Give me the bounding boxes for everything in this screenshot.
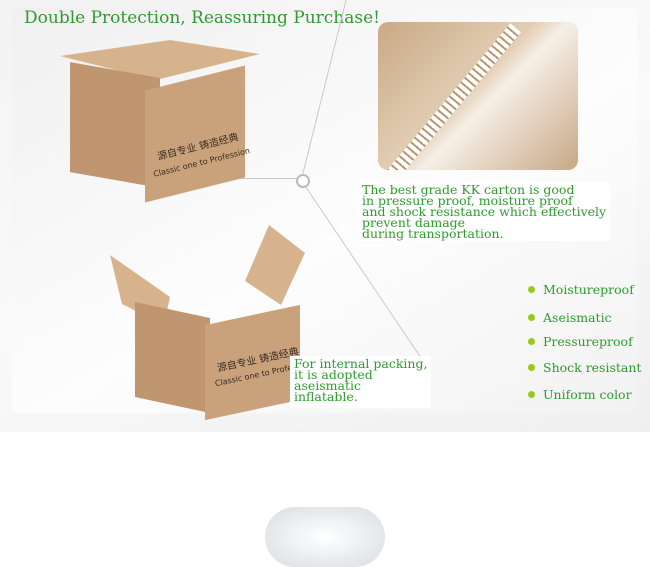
feature-label: Pressureproof (543, 334, 633, 349)
connector-dot (296, 174, 310, 188)
description-line: prevent damage (362, 215, 466, 230)
bullet-icon (528, 286, 535, 293)
open-carton-image: 源自专业 铸造经典 Classic one to Profession (110, 225, 385, 567)
feature-label: Moistureproof (543, 282, 634, 297)
feature-label: Shock resistant (543, 360, 642, 375)
feature-item: Pressureproof (528, 334, 633, 349)
feature-item: Aseismatic (528, 310, 612, 325)
bullet-icon (528, 314, 535, 321)
corrugated-edge-photo (378, 22, 578, 170)
feature-item: Uniform color (528, 387, 632, 402)
description-line: The best grade KK carton is good (362, 182, 575, 197)
description-line: in pressure proof, moisture proof (362, 193, 573, 208)
feature-label: Aseismatic (543, 310, 612, 325)
packing-description: For internal packing, it is adopted asei… (290, 356, 432, 408)
feature-label: Uniform color (543, 387, 632, 402)
closed-carton-image: 源自专业 铸造经典 Classic one to Profession (60, 40, 260, 203)
description-line: For internal packing, (294, 356, 428, 371)
description-line: and shock resistance which effectively (362, 204, 607, 219)
description-line: it is adopted (294, 367, 373, 382)
description-line: during transportation. (362, 226, 504, 241)
headline: Double Protection, Reassuring Purchase! (24, 8, 380, 28)
description-line: inflatable. (294, 389, 358, 404)
feature-item: Shock resistant (528, 360, 641, 375)
bullet-icon (528, 391, 535, 398)
bullet-icon (528, 338, 535, 345)
feature-item: Moistureproof (528, 282, 634, 297)
description-line: aseismatic (294, 378, 362, 393)
carton-description: The best grade KK carton is good in pres… (358, 182, 611, 241)
bullet-icon (528, 364, 535, 371)
